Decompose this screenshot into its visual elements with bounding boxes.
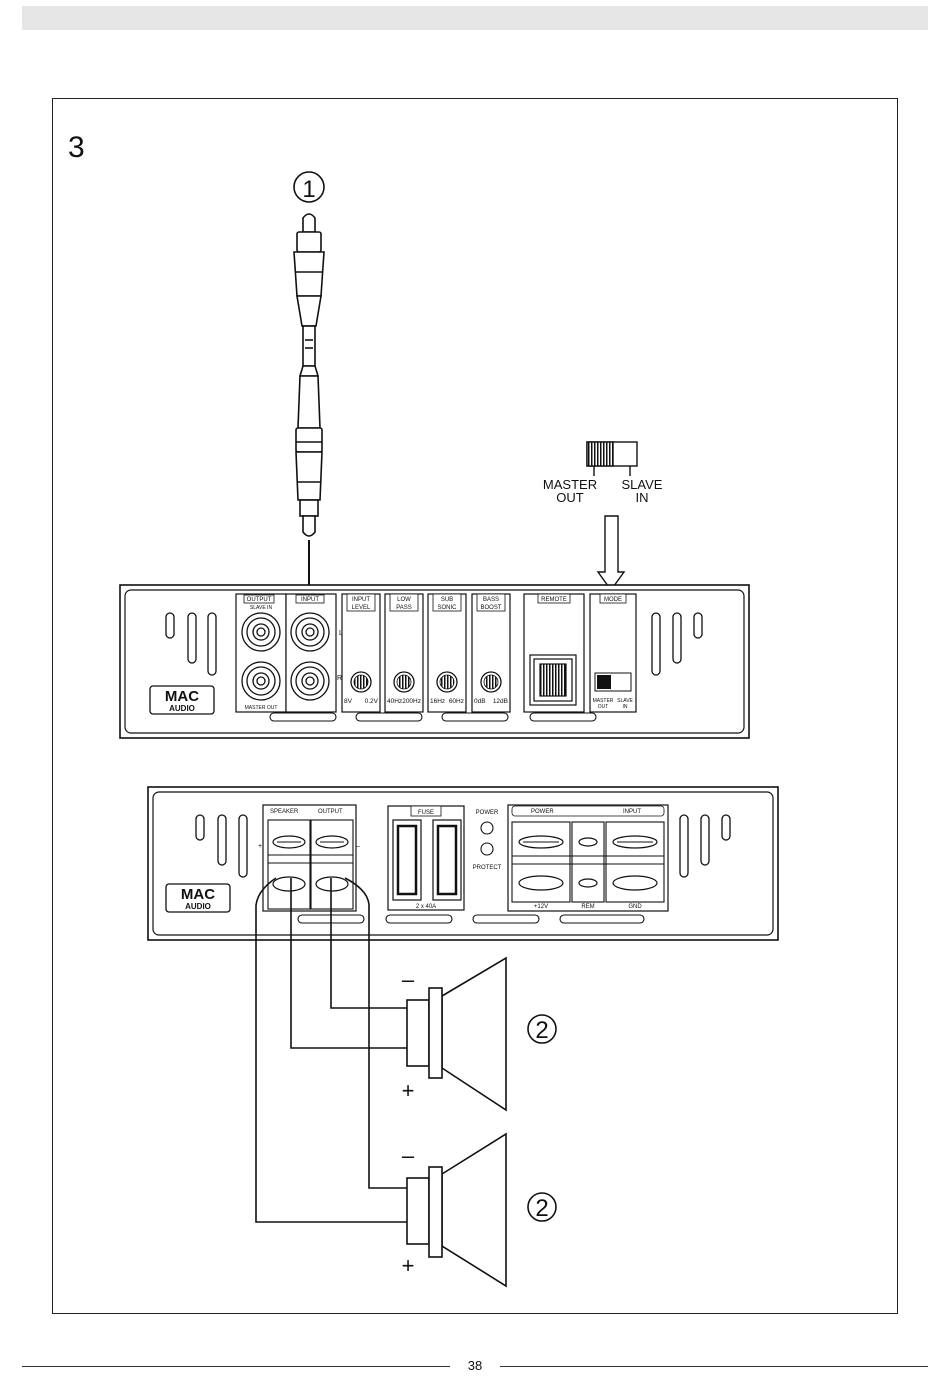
remote-port-icon — [530, 655, 576, 705]
switch-label-out: OUT — [556, 490, 584, 505]
svg-text:POWER: POWER — [476, 810, 499, 816]
page-number: 38 — [458, 1358, 492, 1373]
control-label-line1: INPUT — [352, 597, 370, 603]
output-label: OUTPUT — [247, 597, 272, 603]
terminal-hole-minus — [316, 877, 348, 891]
speaker-output-block: SPEAKER OUTPUT + – — [258, 805, 360, 911]
channel-r-label: R — [337, 675, 342, 682]
amp-rear-panel: MAC AUDIO SPEAKER OUTPUT + – FUSE — [148, 787, 778, 940]
master-out-label: MASTER OUT — [245, 705, 278, 711]
svg-text:AUDIO: AUDIO — [185, 902, 211, 911]
knob-grip — [397, 675, 411, 689]
svg-text:+12V: +12V — [534, 904, 548, 910]
svg-text:REM: REM — [581, 904, 594, 910]
power-input-block: POWER INPUT +12V REM GND — [508, 805, 668, 911]
figure-number: 3 — [68, 131, 85, 164]
rear-brand-logo: MAC AUDIO — [166, 884, 230, 912]
control-label-line1: SUB — [441, 597, 453, 603]
control-min-label: 40Hz — [387, 698, 402, 705]
control-panel-3: BASS BOOST 0dB 12dB — [472, 594, 510, 712]
mode-switch-detail: MASTER OUT SLAVE IN — [543, 442, 663, 590]
control-min-label: 16Hz — [430, 698, 445, 705]
protect-led-icon — [481, 843, 493, 855]
speaker-top-minus: – — [402, 967, 415, 992]
fuse-block: FUSE 2 x 40A — [388, 806, 464, 910]
svg-text:2 x 40A: 2 x 40A — [416, 904, 436, 910]
control-panel-2: SUB SONIC 16Hz 60Hz — [428, 594, 466, 712]
svg-text:MAC: MAC — [181, 886, 215, 903]
svg-text:OUT: OUT — [598, 704, 609, 710]
terminal-hole-plus — [273, 877, 305, 891]
terminal-gnd-hole — [613, 876, 657, 890]
switch-label-in: IN — [636, 490, 649, 505]
speaker-cone-icon-2 — [442, 1134, 506, 1286]
control-label-line2: SONIC — [437, 605, 457, 611]
knob-grip — [354, 675, 368, 689]
footer-rule-right — [500, 1366, 928, 1367]
speaker-bottom-plus: + — [402, 1253, 415, 1278]
speaker-top-plus: + — [402, 1078, 415, 1103]
mode-section — [590, 594, 636, 712]
callout-2-top: 2 — [535, 1017, 548, 1044]
rca-jack-in-r — [291, 662, 329, 700]
svg-text:AUDIO: AUDIO — [169, 704, 195, 713]
control-label-line1: LOW — [397, 597, 411, 603]
speaker-top: – + 2 — [402, 958, 556, 1110]
terminal-rem-hole — [579, 879, 597, 887]
remote-label: REMOTE — [541, 597, 567, 603]
svg-text:SPEAKER: SPEAKER — [270, 809, 299, 815]
rca-jack-in-l — [291, 613, 329, 651]
rca-jack-out-r — [242, 662, 280, 700]
knob-grip — [440, 675, 454, 689]
svg-text:INPUT: INPUT — [623, 809, 641, 815]
callout-2-bottom: 2 — [535, 1195, 548, 1222]
svg-text:MAC: MAC — [165, 688, 199, 705]
control-label-line2: LEVEL — [352, 605, 371, 611]
svg-text:POWER: POWER — [531, 809, 554, 815]
control-max-label: 200Hz — [402, 698, 421, 705]
callout-1-label: 1 — [302, 176, 315, 203]
rca-jack-out-l — [242, 613, 280, 651]
control-panel-0: INPUT LEVEL 8V 0.2V — [342, 594, 380, 712]
footer-rule-left — [22, 1366, 450, 1367]
input-label: INPUT — [301, 597, 319, 603]
svg-text:–: – — [356, 843, 360, 850]
slave-in-label: SLAVE IN — [250, 605, 273, 611]
svg-text:IN: IN — [623, 704, 628, 710]
control-min-label: 0dB — [474, 698, 486, 705]
rca-cable: 1 — [294, 172, 324, 640]
control-label-line2: BOOST — [480, 605, 501, 611]
power-led-icon — [481, 822, 493, 834]
svg-text:FUSE: FUSE — [418, 810, 434, 816]
svg-text:+: + — [258, 843, 262, 850]
brand-logo: MAC AUDIO — [150, 686, 214, 714]
control-label-line1: BASS — [483, 597, 499, 603]
svg-text:OUTPUT: OUTPUT — [318, 809, 343, 815]
control-max-label: 0.2V — [365, 698, 379, 705]
switch-slider — [587, 442, 613, 466]
mode-label: MODE — [604, 597, 622, 603]
speaker-cone-icon — [442, 958, 506, 1110]
control-label-line2: PASS — [396, 605, 412, 611]
svg-text:PROTECT: PROTECT — [473, 865, 502, 871]
control-max-label: 12dB — [493, 698, 508, 705]
control-max-label: 60Hz — [449, 698, 464, 705]
speaker-bottom-minus: – — [402, 1143, 415, 1168]
control-min-label: 8V — [344, 698, 353, 705]
svg-text:GND: GND — [628, 904, 642, 910]
amp-front-panel: MAC AUDIO OUTPUT SLAVE IN INPUT MASTER O… — [120, 585, 749, 738]
mode-switch-knob — [597, 675, 611, 689]
down-arrow-icon — [598, 516, 624, 590]
knob-grip — [484, 675, 498, 689]
terminal-12v-hole — [519, 876, 563, 890]
speaker-bottom: – + 2 — [402, 1134, 556, 1286]
